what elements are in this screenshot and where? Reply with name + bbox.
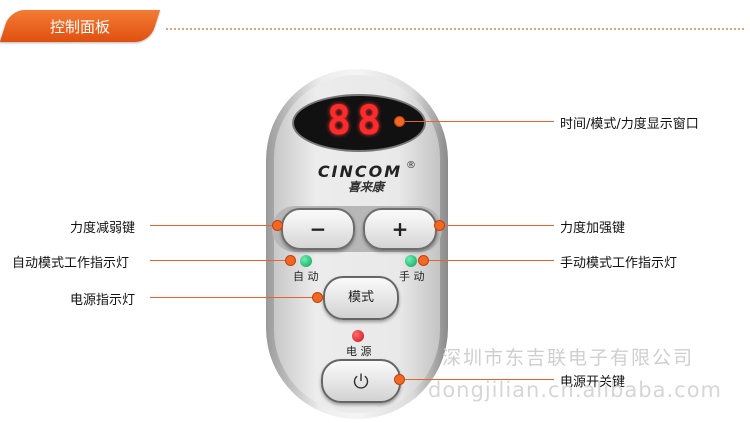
auto-callout-line: [150, 260, 288, 261]
auto-mode-label: 自 动: [293, 270, 319, 283]
watermark-url: dongjilian.cn.alibaba.com: [428, 378, 723, 402]
manual-callout-line: [424, 260, 554, 261]
power-indicator-callout-dot: [312, 292, 323, 303]
decrease-callout-label: 力度减弱键: [70, 221, 136, 236]
panel-tab[interactable]: 控制面板: [0, 10, 161, 44]
decrease-callout-line: [150, 225, 277, 226]
power-indicator-callout-label: 电源指示灯: [70, 293, 136, 308]
brand-logo-cn: 喜来康: [347, 180, 384, 194]
decrease-intensity-button[interactable]: −: [281, 208, 355, 250]
manual-callout-dot: [418, 255, 429, 266]
power-icon: [353, 373, 369, 389]
power-led: [352, 330, 364, 342]
watermark-company: 深圳市东吉联电子有限公司: [442, 347, 695, 369]
increase-callout-dot: [434, 220, 445, 231]
registered-mark: ®: [406, 160, 416, 171]
display-callout-label: 时间/模式/力度显示窗口: [560, 117, 699, 132]
manual-mode-led: [405, 255, 417, 267]
manual-mode-label: 手 动: [399, 270, 425, 283]
increase-callout-line: [440, 225, 554, 226]
power-switch-callout-line: [400, 379, 554, 380]
power-switch-callout-dot: [394, 374, 405, 385]
increase-intensity-button[interactable]: +: [363, 208, 437, 250]
header-divider: [166, 28, 744, 30]
power-led-label: 电 源: [346, 345, 372, 358]
auto-callout-label: 自动模式工作指示灯: [12, 256, 130, 271]
brand-logo: CINCOM: [317, 162, 403, 181]
decrease-callout-dot: [272, 220, 283, 231]
auto-mode-led: [300, 255, 312, 267]
power-indicator-callout-line: [150, 297, 316, 298]
tab-label: 控制面板: [49, 18, 110, 36]
display-callout-line: [398, 121, 554, 122]
power-button[interactable]: [321, 359, 401, 403]
increase-callout-label: 力度加强键: [560, 221, 626, 236]
auto-callout-dot: [285, 255, 296, 266]
power-switch-callout-label: 电源开关键: [560, 375, 626, 390]
display-digits: 88: [326, 98, 388, 144]
display-callout-dot: [394, 116, 405, 127]
mode-button[interactable]: 模式: [323, 276, 399, 320]
manual-callout-label: 手动模式工作指示灯: [560, 256, 678, 271]
